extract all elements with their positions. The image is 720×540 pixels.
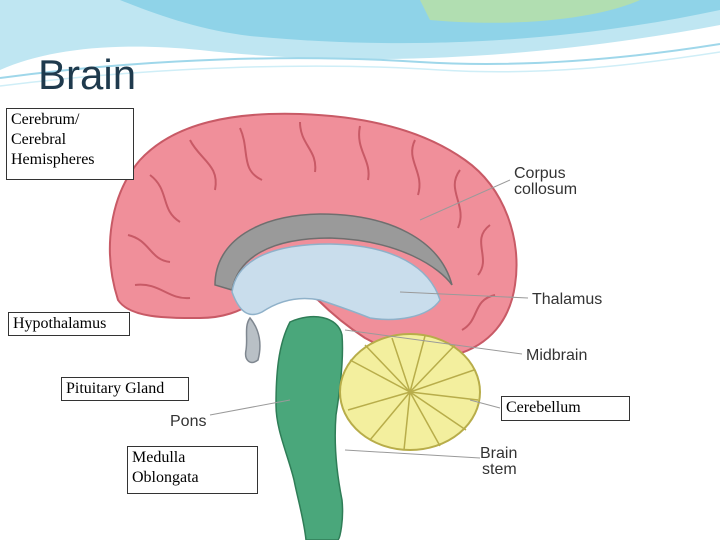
banner-line-2 bbox=[0, 51, 720, 87]
box-pituitary-gland: Pituitary Gland bbox=[61, 377, 189, 401]
label-stem: stem bbox=[482, 461, 517, 478]
brainstem-shape bbox=[275, 315, 344, 540]
label-corpus: Corpus bbox=[514, 165, 566, 182]
label-brain: Brain bbox=[480, 445, 517, 462]
pointer-lines bbox=[209, 179, 529, 459]
banner-swoosh-green bbox=[420, 0, 640, 23]
box-cerebrum: Cerebrum/ Cerebral Hemispheres bbox=[6, 108, 134, 180]
label-thalamus: Thalamus bbox=[532, 291, 602, 308]
corpus-callosum-shape bbox=[214, 213, 453, 291]
slide-title: Brain bbox=[38, 51, 137, 98]
label-midbrain: Midbrain bbox=[526, 347, 587, 364]
banner-line bbox=[0, 43, 720, 79]
label-collosum: collosum bbox=[514, 181, 577, 198]
header-banner bbox=[0, 0, 720, 87]
box-cerebellum: Cerebellum bbox=[501, 396, 630, 421]
cerebellum-folds bbox=[347, 335, 479, 451]
box-hypothalamus: Hypothalamus bbox=[8, 312, 130, 336]
box-medulla-oblongata: Medulla Oblongata bbox=[127, 446, 258, 494]
ventricle-shape bbox=[231, 243, 441, 321]
label-pons: Pons bbox=[170, 413, 206, 430]
pituitary-shape bbox=[244, 316, 261, 364]
cerebrum-folds bbox=[127, 121, 496, 331]
